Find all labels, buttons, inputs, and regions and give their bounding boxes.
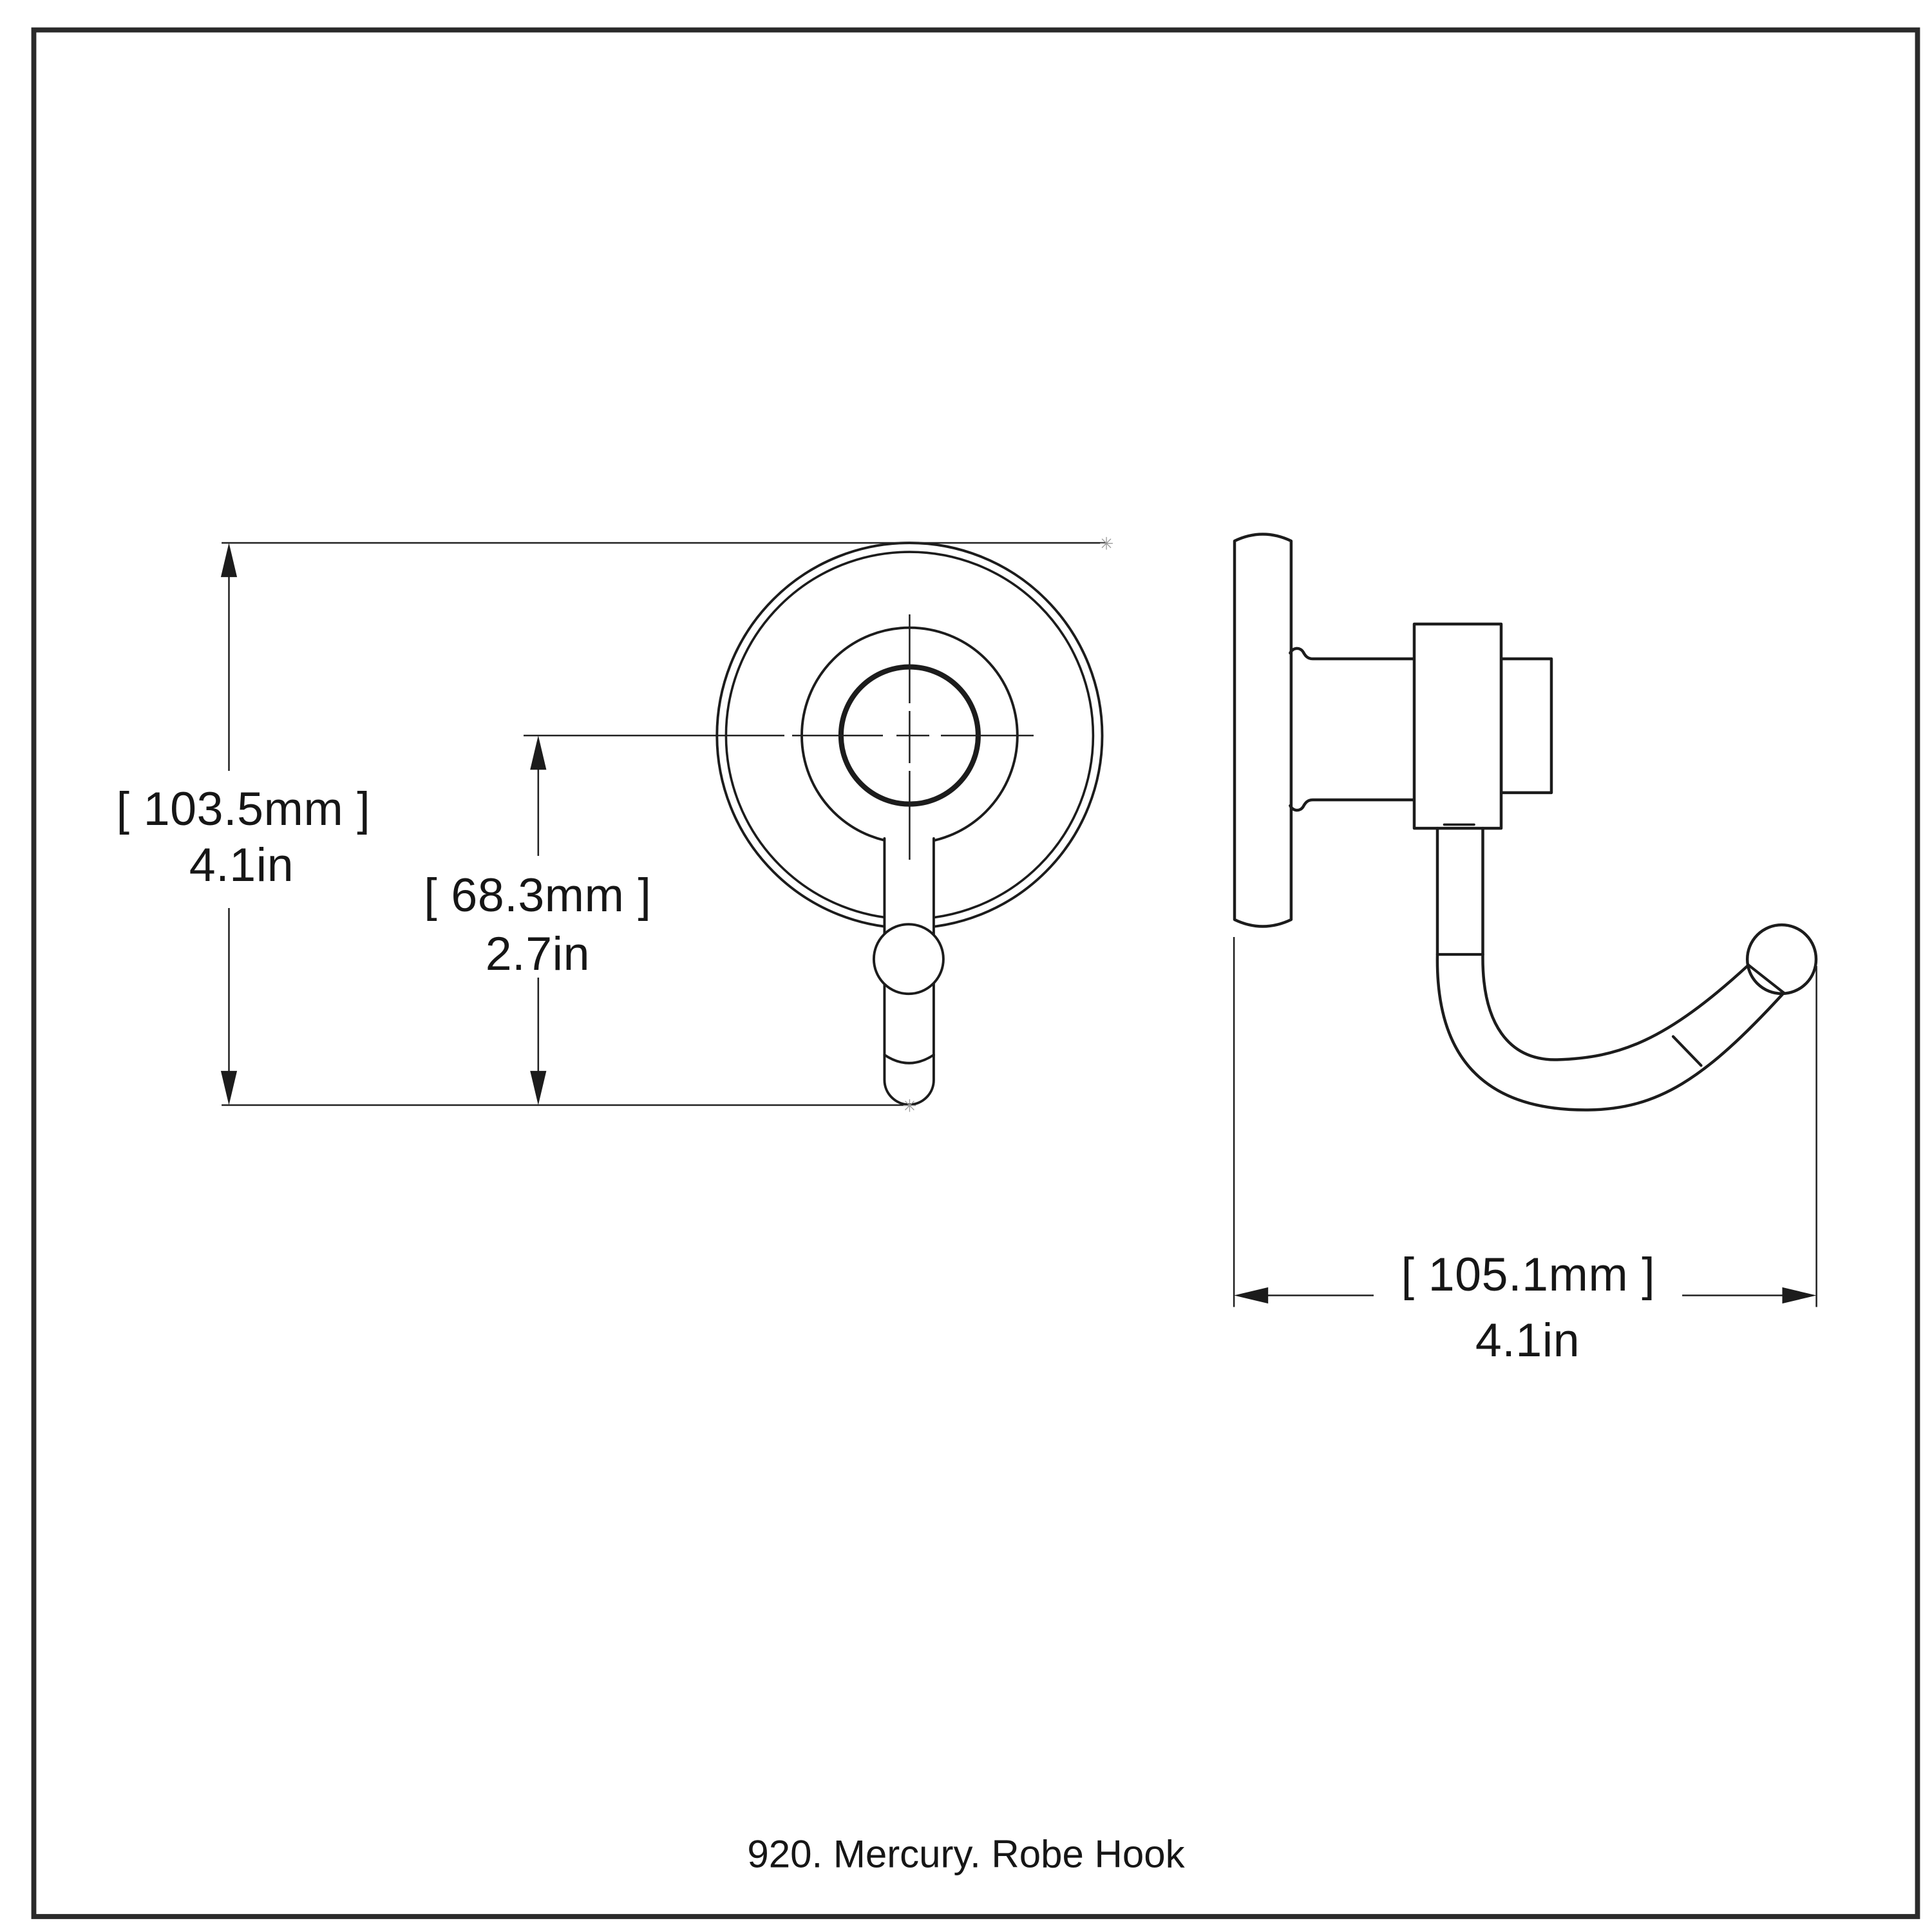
collar-end-cap xyxy=(1499,657,1553,795)
arrowhead-right-icon xyxy=(1782,1287,1817,1304)
page-border xyxy=(31,27,1920,1919)
arrowhead-down-icon xyxy=(530,1070,547,1105)
side-view xyxy=(1233,533,1818,1112)
mounting-collar xyxy=(1412,622,1503,830)
arrowhead-down-icon xyxy=(220,1070,238,1105)
hook-tip-ball xyxy=(1745,923,1818,996)
dimension-center-to-tip: [ 68.3mm ] 2.7in xyxy=(424,734,784,1105)
hook-ball-knob xyxy=(872,923,945,996)
snap-marker-icon: ✳ xyxy=(902,1097,917,1116)
center-to-tip-mm-label: [ 68.3mm ] xyxy=(424,868,651,922)
arrowhead-up-icon xyxy=(220,543,238,578)
dimension-overall-height: [ 103.5mm ] 4.1in xyxy=(117,542,1107,1106)
hook-inner-curve xyxy=(1481,952,1750,1061)
neck-top-edge xyxy=(1289,647,1416,661)
hook-outer-curve xyxy=(1435,952,1786,1112)
ball-joint-line xyxy=(1747,963,1785,994)
snap-marker-icon: ✳ xyxy=(1099,535,1114,554)
arrowhead-left-icon xyxy=(1234,1287,1269,1304)
drawing-caption: 920. Mercury. Robe Hook xyxy=(747,1833,1185,1876)
front-view xyxy=(715,542,1104,1106)
overall-height-mm-label: [ 103.5mm ] xyxy=(117,782,371,835)
dimension-projection: [ 105.1mm ] 4.1in xyxy=(1233,937,1817,1367)
hook-ferrule-line xyxy=(1671,1035,1703,1067)
projection-mm-label: [ 105.1mm ] xyxy=(1401,1247,1656,1301)
overall-height-in-label: 4.1in xyxy=(189,838,294,891)
neck-bottom-edge xyxy=(1289,798,1416,812)
wall-plate xyxy=(1233,533,1293,928)
projection-in-label: 4.1in xyxy=(1475,1313,1580,1367)
center-to-tip-in-label: 2.7in xyxy=(486,927,590,980)
arrowhead-up-icon xyxy=(530,735,547,770)
stem-tip-arc xyxy=(883,1054,935,1065)
